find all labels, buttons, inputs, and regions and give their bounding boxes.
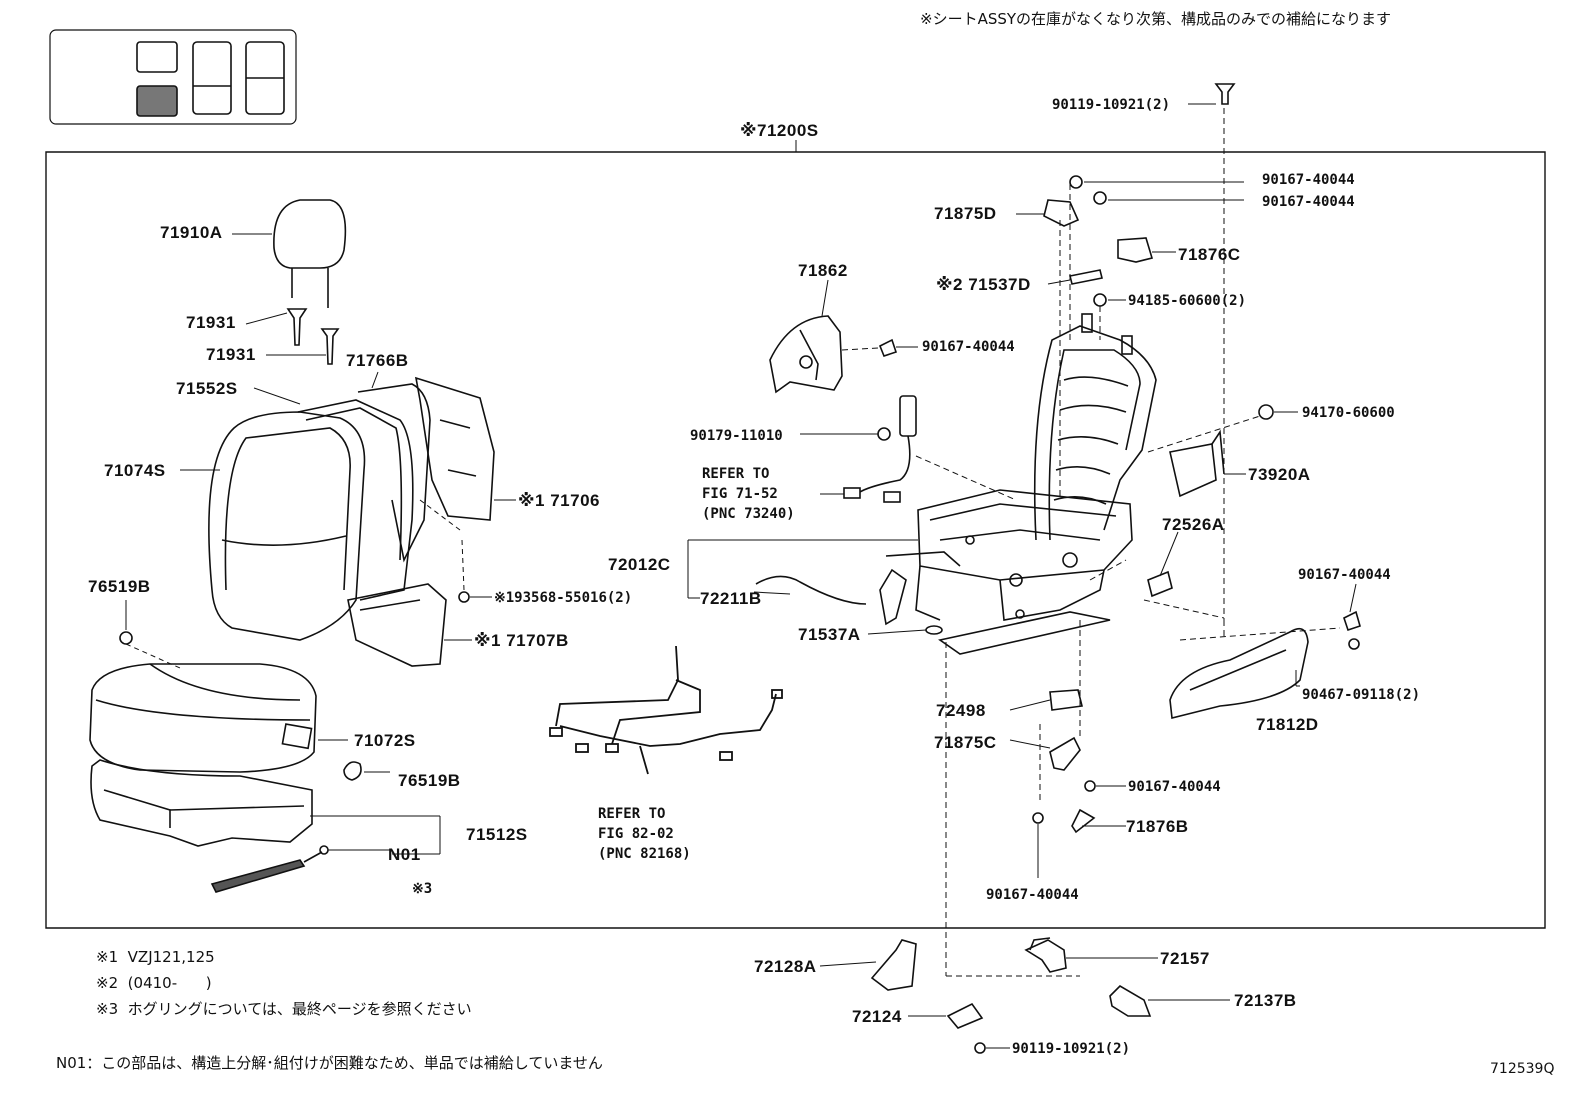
part-label[interactable]: 90167-40044 — [1262, 194, 1355, 210]
seatback-pad — [357, 376, 495, 563]
seat-cushion-cover — [89, 663, 317, 773]
part-label[interactable]: 72012C — [608, 555, 671, 574]
note-text: VZJ121,125 — [127, 948, 215, 966]
part-label[interactable]: 76519B — [398, 771, 461, 790]
headrest-drawing — [232, 199, 347, 308]
note-1: ※1 VZJ121,125 — [96, 950, 215, 965]
reference-line: (PNC 73240) — [702, 506, 795, 522]
part-label[interactable]: N01 — [388, 845, 421, 864]
part-label[interactable]: 72137B — [1234, 991, 1297, 1010]
part-label[interactable]: 90167-40044 — [1298, 567, 1391, 583]
reference-line: REFER TO — [702, 466, 770, 482]
note-2: ※2 (0410- ) — [96, 976, 212, 991]
part-label[interactable]: 90167-40044 — [986, 887, 1079, 903]
right-leader-lines — [819, 103, 1357, 1049]
clip-76519b-lower — [343, 761, 362, 781]
right-dashed-guides — [841, 108, 1341, 977]
seat-cushion-pad — [90, 759, 313, 847]
note-text: ホグリングについては、最終ページを参照ください — [127, 1000, 472, 1018]
clip-193568 — [458, 591, 470, 603]
hog-ring-tool — [210, 845, 392, 893]
seatback-cover — [208, 399, 414, 641]
part-label[interactable]: 90167-40044 — [1128, 779, 1221, 795]
part-label[interactable]: 71876B — [1126, 817, 1189, 836]
seat-belt-buckle — [800, 395, 917, 503]
seat-adjuster-frame — [879, 489, 1133, 655]
assembly-frame — [45, 151, 1546, 929]
reference-block-71-52[interactable]: REFER TO FIG 71-52 (PNC 73240) — [702, 464, 795, 524]
part-label[interactable]: 71862 — [798, 261, 848, 280]
part-label[interactable]: 71766B — [346, 351, 409, 370]
figure-code: 712539Q — [1490, 1061, 1555, 1077]
part-label[interactable]: 71072S — [354, 731, 416, 750]
wire-72211b — [755, 575, 867, 605]
seatback-board — [347, 583, 447, 667]
part-label[interactable]: 71931 — [206, 345, 256, 364]
side-parts-right — [1147, 404, 1274, 598]
part-label[interactable]: 90179-11010 — [690, 428, 783, 444]
header-note: ※シートASSYの在庫がなくなり次第、構成品のみでの補給になります — [920, 10, 1392, 28]
part-label[interactable]: 71875C — [934, 733, 997, 752]
part-label[interactable]: 71910A — [160, 223, 223, 242]
left-dashed-guides — [125, 499, 465, 669]
seat-locator-thumbnail — [49, 29, 297, 125]
part-label[interactable]: 71812D — [1256, 715, 1319, 734]
top-brackets — [1043, 83, 1236, 307]
cap-71537a — [925, 625, 943, 635]
reference-line: (PNC 82168) — [598, 846, 691, 862]
part-label[interactable]: 71537A — [798, 625, 861, 644]
part-label[interactable]: 72157 — [1160, 949, 1210, 968]
part-label[interactable]: 72124 — [852, 1007, 902, 1026]
part-label[interactable]: 72211B — [700, 589, 762, 608]
part-label[interactable]: 71875D — [934, 204, 997, 223]
part-label[interactable]: ※2 71537D — [936, 275, 1031, 294]
left-leader-lines — [180, 371, 516, 855]
reference-line: REFER TO — [598, 806, 666, 822]
assembly-label: ※71200S — [740, 121, 819, 140]
part-label[interactable]: 72498 — [936, 701, 986, 720]
part-label[interactable]: 94185-60600(2) — [1128, 293, 1247, 309]
wire-harness-82168 — [549, 645, 783, 775]
part-label[interactable]: 76519B — [88, 577, 151, 596]
part-label[interactable]: 72526A — [1162, 515, 1225, 534]
part-label[interactable]: 71876C — [1178, 245, 1241, 264]
bracket-72012c — [687, 539, 918, 599]
cover-71862 — [769, 279, 918, 394]
part-label[interactable]: 71074S — [104, 461, 166, 480]
clip-76519b-upper — [119, 631, 133, 645]
note-mark: ※1 — [96, 948, 119, 966]
note-text: (0410- ) — [127, 974, 212, 992]
reference-block-82-02[interactable]: REFER TO FIG 82-02 (PNC 82168) — [598, 804, 691, 864]
part-label[interactable]: 90467-09118(2) — [1302, 687, 1421, 703]
part-label[interactable]: 73920A — [1248, 465, 1311, 484]
footnote-n01: N01：この部品は、構造上分解･組付けが困難なため、単品では補給していません — [56, 1054, 603, 1072]
part-label[interactable]: ※3 — [412, 881, 433, 897]
part-label[interactable]: ※1 71706 — [518, 491, 600, 510]
note-mark: ※3 — [96, 1000, 119, 1018]
part-label[interactable]: ※193568-55016(2) — [494, 590, 633, 606]
seatback-frame — [1033, 313, 1157, 541]
part-label[interactable]: 71552S — [176, 379, 238, 398]
part-label[interactable]: 71512S — [466, 825, 528, 844]
side-cover-71812d — [1169, 610, 1361, 719]
note-3: ※3 ホグリングについては、最終ページを参照ください — [96, 1002, 472, 1017]
note-mark: ※2 — [96, 974, 119, 992]
under-frame-parts — [870, 937, 1152, 1054]
lower-brackets — [1032, 689, 1096, 834]
headrest-guides — [245, 308, 340, 365]
part-label[interactable]: 90167-40044 — [922, 339, 1015, 355]
part-label[interactable]: 90167-40044 — [1262, 172, 1355, 188]
part-label[interactable]: ※1 71707B — [474, 631, 569, 650]
part-label[interactable]: 90119-10921(2) — [1012, 1041, 1131, 1057]
part-label[interactable]: 72128A — [754, 957, 817, 976]
part-label[interactable]: 94170-60600 — [1302, 405, 1395, 421]
reference-line: FIG 71-52 — [702, 486, 778, 502]
part-label[interactable]: 90119-10921(2) — [1052, 97, 1171, 113]
part-label[interactable]: 71931 — [186, 313, 236, 332]
reference-line: FIG 82-02 — [598, 826, 674, 842]
